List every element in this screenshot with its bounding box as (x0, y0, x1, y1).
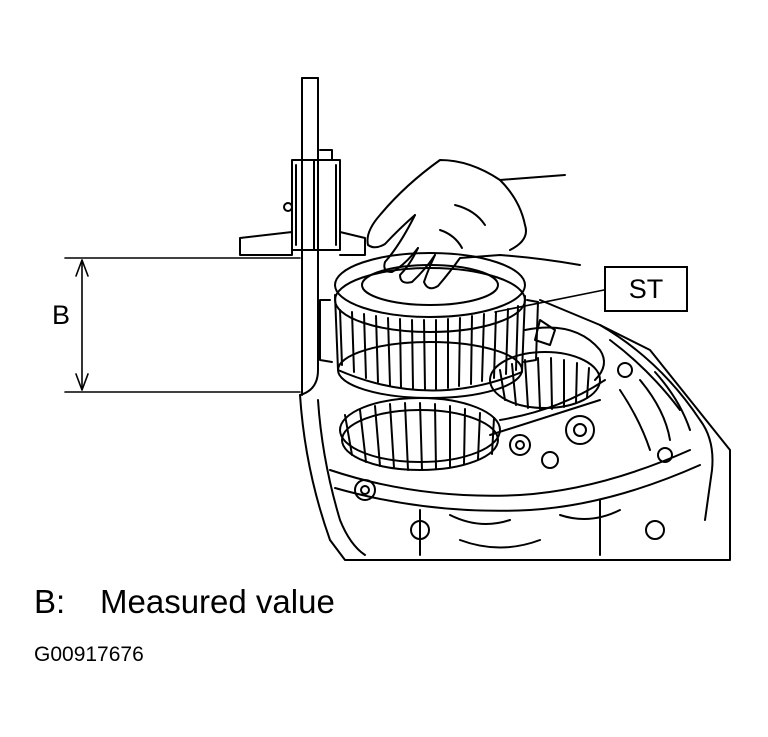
legend-key: B: (34, 583, 66, 620)
legend-caption: B: Measured value (34, 583, 335, 621)
legend-text: Measured value (100, 583, 335, 620)
callout-st-box: ST (604, 266, 688, 312)
transmission-case-icon (299, 299, 731, 561)
depth-gauge-icon (239, 77, 366, 396)
callout-st-label: ST (628, 274, 664, 304)
gear-ring-icon (319, 252, 539, 399)
figure-id: G00917676 (34, 643, 144, 666)
dimension-b-label: B (52, 300, 71, 330)
hand-icon (366, 159, 581, 290)
gear-cluster-icon (339, 319, 605, 471)
callout-st-leader (494, 289, 605, 313)
dimension-b-lines (64, 257, 301, 393)
